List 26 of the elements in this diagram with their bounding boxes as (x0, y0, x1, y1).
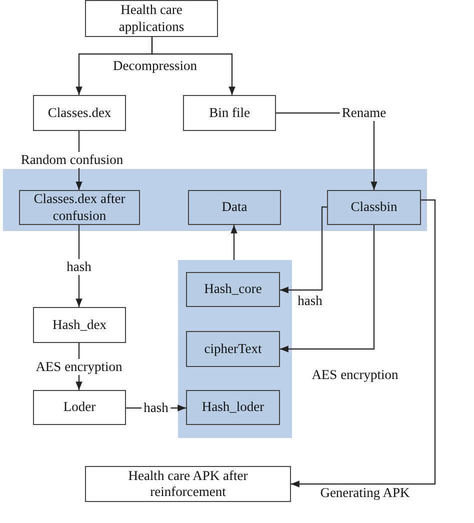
arrow (280, 225, 375, 352)
process-box: Hash_loder (186, 390, 280, 425)
process-box: cipherText (186, 331, 280, 367)
process-box: Health care APK after reinforcement (85, 466, 291, 502)
arrow (291, 199, 436, 488)
edge-label: Random confusion (18, 152, 126, 168)
process-box: Hash_dex (33, 307, 126, 343)
arrow (280, 206, 327, 294)
edge-label: AES encryption (34, 359, 124, 375)
arrow (230, 225, 238, 260)
highlight-band (3, 169, 427, 231)
process-box: Hash_core (186, 272, 280, 307)
process-box: Bin file (183, 95, 276, 131)
process-box: Data (188, 190, 281, 225)
group-panel (178, 260, 292, 438)
edge-label: Generating APK (318, 485, 412, 501)
process-box: Health care applications (85, 0, 218, 37)
process-box: Classes.dex after confusion (19, 190, 140, 225)
process-box: Classes.dex (33, 95, 126, 131)
arrow (151, 37, 236, 95)
process-box: Loder (33, 390, 126, 425)
edge-label: hash (64, 259, 94, 275)
edge-label: AES encryption (310, 367, 400, 383)
process-box: Classbin (327, 190, 421, 225)
edge-label: Rename (340, 105, 388, 121)
edge-label: Decompression (111, 58, 199, 74)
